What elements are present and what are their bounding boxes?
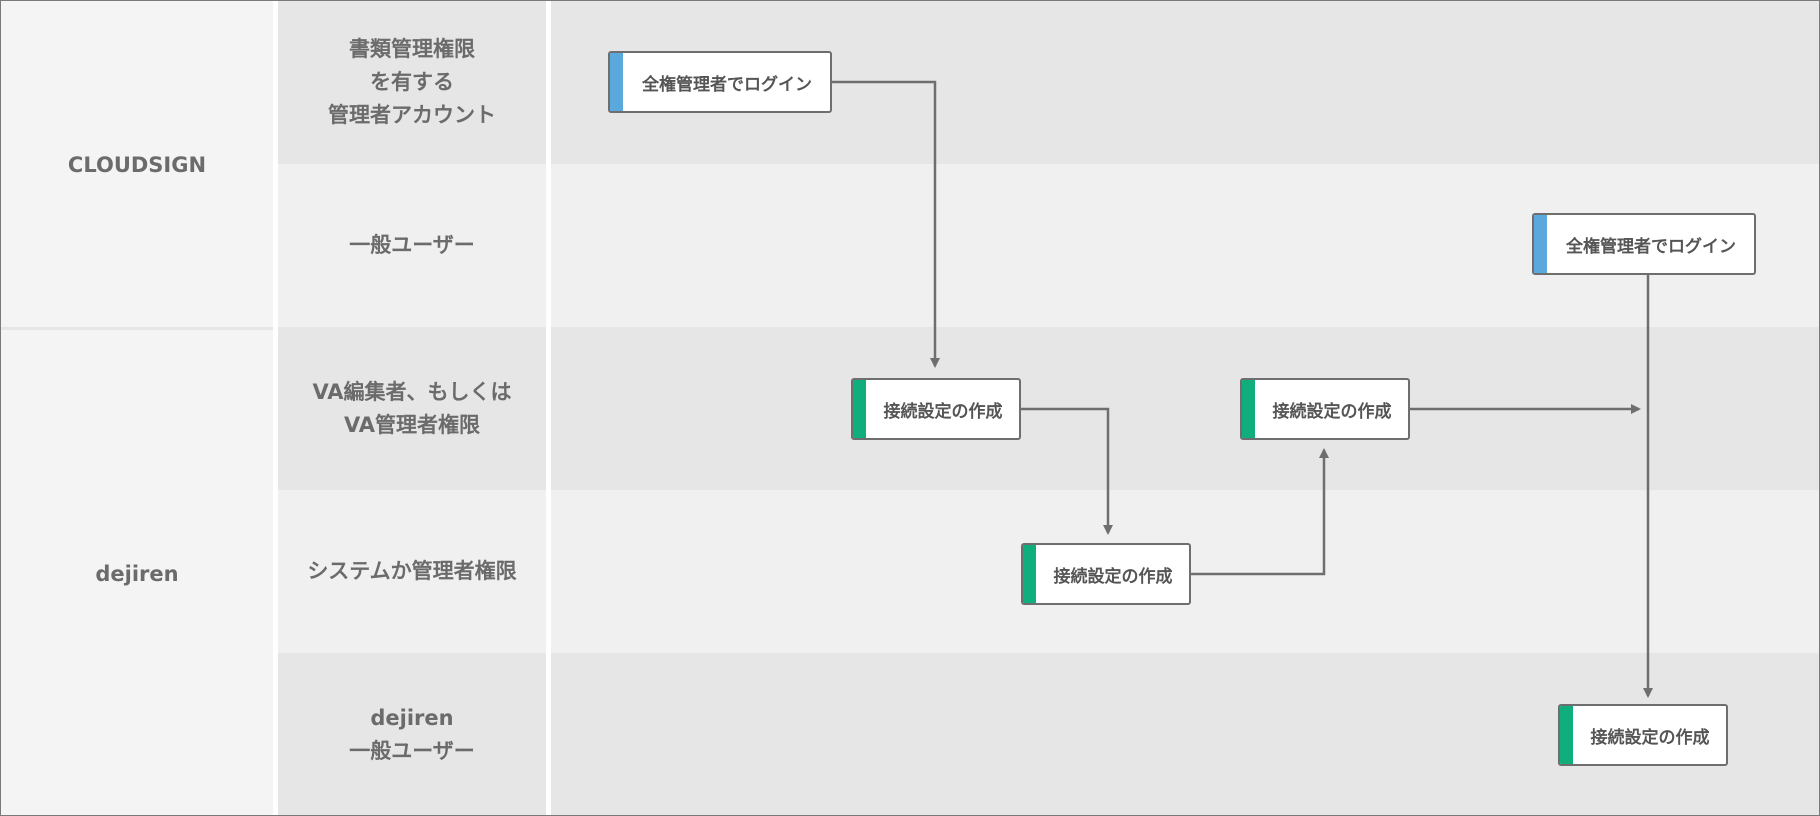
group-cloudsign: CLOUDSIGN [1,1,273,328]
role-label-system-admin: システムか管理者権限 [307,559,517,583]
group-label-cloudsign: CLOUDSIGN [67,152,207,177]
node-login-1[interactable]: 全権管理者でログイン [608,51,832,113]
lane-va-editor [551,327,1819,490]
role-dejiren-user: dejiren 一般ユーザー [278,653,546,815]
node-accent-bar [1023,545,1036,603]
node-accent-bar [853,380,866,438]
role-system-admin: システムか管理者権限 [278,490,546,653]
node-connect-1[interactable]: 接続設定の作成 [851,378,1021,440]
role-label-dejiren-user: dejiren 一般ユーザー [349,706,475,763]
node-login-2[interactable]: 全権管理者でログイン [1532,213,1756,275]
node-connect-4[interactable]: 接続設定の作成 [1558,704,1728,766]
role-label-general-user: 一般ユーザー [349,233,475,257]
column-separator [546,1,551,815]
node-accent-bar [1242,380,1255,438]
role-doc-admin: 書類管理権限 を有する 管理者アカウント [278,1,546,164]
node-accent-bar [610,53,623,111]
group-divider [1,327,273,330]
role-label-va-editor: VA編集者、もしくは VA管理者権限 [312,379,512,437]
group-label-dejiren: dejiren [95,561,179,586]
node-label: 全権管理者でログイン [642,74,812,95]
node-label: 接続設定の作成 [1590,727,1710,748]
node-label: 全権管理者でログイン [1566,236,1736,257]
role-va-editor: VA編集者、もしくは VA管理者権限 [278,327,546,490]
role-general-user: 一般ユーザー [278,164,546,327]
node-connect-2[interactable]: 接続設定の作成 [1021,543,1191,605]
node-label: 接続設定の作成 [1053,566,1173,587]
group-dejiren: dejiren [1,330,273,815]
role-label-doc-admin: 書類管理権限 を有する 管理者アカウント [328,37,496,127]
node-connect-3[interactable]: 接続設定の作成 [1240,378,1410,440]
node-label: 接続設定の作成 [1272,401,1392,422]
node-accent-bar [1534,215,1547,273]
node-label: 接続設定の作成 [883,401,1003,422]
node-accent-bar [1560,706,1573,764]
column-separator [273,1,278,815]
